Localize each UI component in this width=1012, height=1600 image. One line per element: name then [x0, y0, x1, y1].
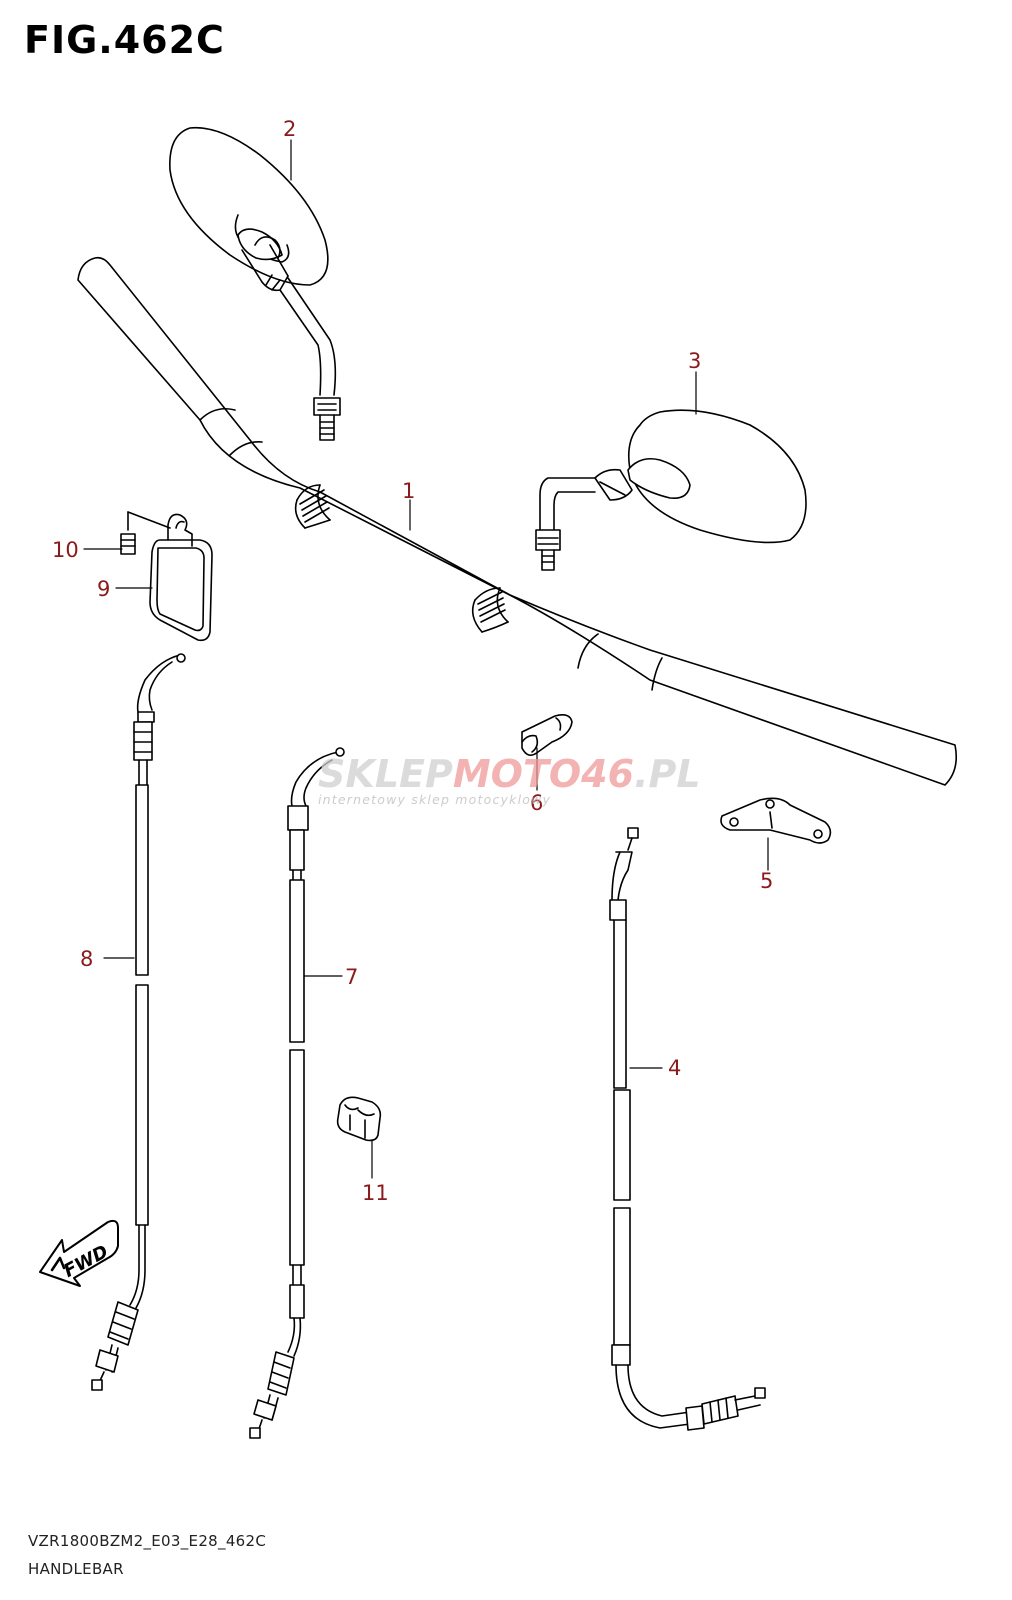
model-code: VZR1800BZM2_E03_E28_462C: [28, 1532, 267, 1550]
callout-1: 1: [402, 479, 415, 503]
watermark-tagline: internetowy sklep motocyklowy: [318, 792, 552, 807]
callout-7: 7: [345, 965, 358, 989]
callout-3: 3: [688, 349, 701, 373]
callout-4: 4: [668, 1056, 681, 1080]
part-4-cable: [609, 827, 766, 1431]
part-5-plate: [720, 797, 832, 844]
part-3-mirror-right: [535, 409, 807, 571]
callout-2: 2: [283, 117, 296, 141]
part-11-clip: [336, 1096, 382, 1142]
part-7-cable: [249, 747, 345, 1439]
watermark-prefix: SKLEP: [318, 752, 453, 796]
part-8-cable: [91, 653, 186, 1391]
callout-11: 11: [362, 1181, 389, 1205]
part-1-handlebar: [77, 256, 958, 786]
callout-8: 8: [80, 947, 93, 971]
part-2-mirror-left: [169, 126, 341, 441]
fwd-arrow-icon: [39, 1219, 119, 1287]
leader-lines: [83, 139, 769, 1179]
callout-labels: 2 3 1 4 5 6 7 8 9 10 11: [52, 117, 773, 1205]
watermark-accent: MOTO46: [452, 752, 635, 796]
callout-10: 10: [52, 538, 79, 562]
watermark-suffix: .PL: [634, 752, 701, 796]
section-name: HANDLEBAR: [28, 1560, 124, 1578]
watermark-logo: SKLEPMOTO46.PL: [318, 752, 701, 796]
grip-ring-left: [294, 484, 331, 529]
callout-6: 6: [530, 791, 543, 815]
part-10-bolt: [120, 511, 171, 555]
callout-5: 5: [760, 869, 773, 893]
callout-9: 9: [97, 577, 110, 601]
figure-title: FIG.462C: [24, 18, 225, 62]
part-6-clamp: [521, 714, 573, 756]
grip-ring-right: [471, 587, 509, 633]
part-9-cover: [149, 513, 213, 642]
